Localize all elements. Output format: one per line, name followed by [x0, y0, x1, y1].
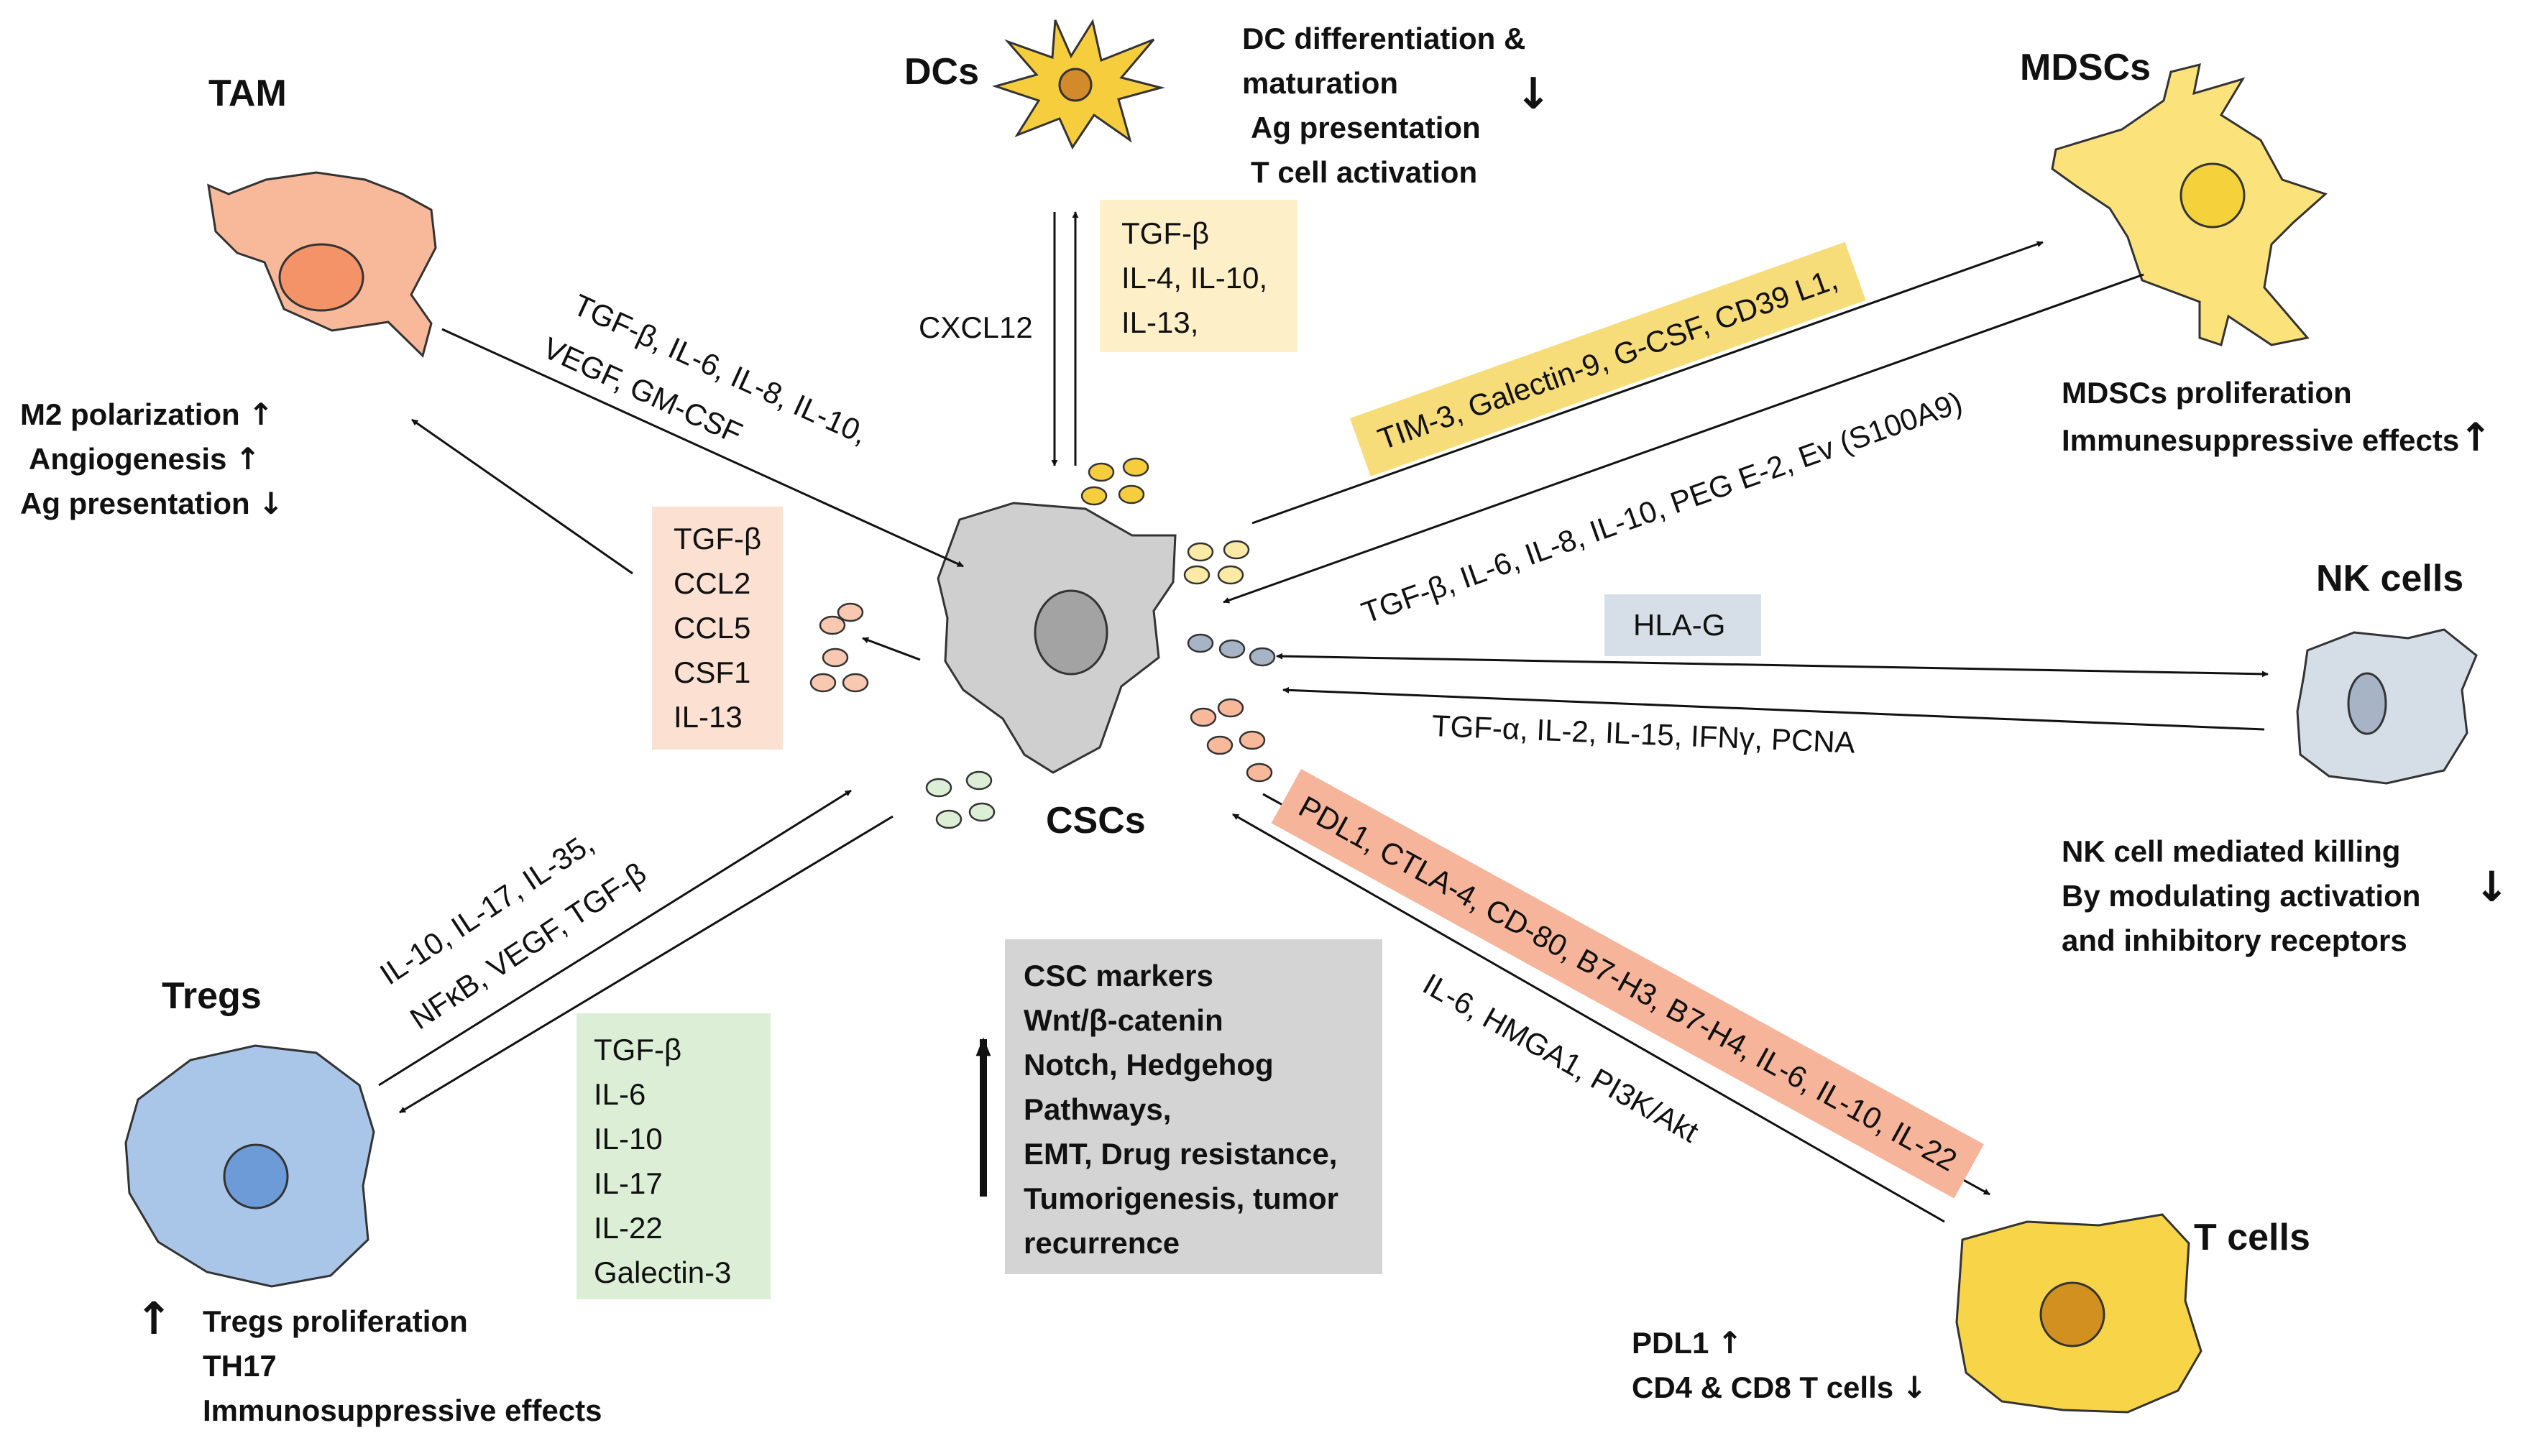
tam-factor-3: CCL5 — [674, 611, 751, 645]
vesicles-mdsc — [1183, 540, 1250, 585]
tregs-factor-2: IL-6 — [594, 1077, 646, 1111]
arrow-csc-to-mdsc — [1251, 241, 2044, 525]
dc-effect-4: T cell activation — [1251, 155, 1478, 189]
csc-pathway-box: CSC markers Wnt/β-catenin Notch, Hedgeho… — [1005, 939, 1382, 1274]
nk-cell — [2296, 628, 2478, 785]
cscs-title: CSCs — [1046, 800, 1146, 842]
mdsc-cell — [2051, 63, 2328, 346]
arrow-down-icon: ↓ — [1901, 1370, 1927, 1405]
tregs-factor-box: TGF-β IL-6 IL-10 IL-17 IL-22 Galectin-3 — [577, 1013, 771, 1299]
csc-pathway-4: Pathways, — [1024, 1092, 1172, 1126]
tregs-factor-5: IL-22 — [594, 1211, 663, 1245]
csc-pathway-3: Notch, Hedgehog — [1024, 1048, 1274, 1082]
arrow-up-icon: ↑ — [135, 1292, 173, 1345]
arrow-tregs-to-csc — [378, 789, 852, 1087]
vesicles-tcell — [1190, 698, 1273, 783]
arrow-down-icon: ↓ — [2474, 862, 2509, 911]
tregs-effect-2: TH17 — [203, 1349, 277, 1383]
mdsc-effects: MDSCs proliferation Immunesuppressive ef… — [2062, 371, 2491, 463]
csc-pathway-6: Tumorigenesis, tumor — [1024, 1181, 1338, 1215]
dc-factor-3: IL-13, — [1121, 305, 1199, 339]
arrow-tam-to-csc — [441, 328, 964, 568]
tam-effect-3: Ag presentation — [20, 487, 250, 520]
nk-factor-box: HLA-G — [1604, 594, 1761, 656]
tam-effect-2: Angiogenesis — [29, 442, 227, 476]
tregs-factor-3: IL-10 — [594, 1122, 663, 1156]
mdscs-title: MDSCs — [2020, 47, 2151, 88]
t-cell — [1955, 1213, 2202, 1414]
arrow-up-icon: ↑ — [1717, 1325, 1743, 1360]
tregs-effect-3: Immunosuppressive effects — [203, 1393, 602, 1427]
tregs-factor-6: Galectin-3 — [594, 1255, 732, 1289]
tam-factor-1: TGF-β — [674, 522, 762, 556]
arrow-tcell-to-csc — [1232, 813, 1945, 1223]
dc-factor-box: TGF-β IL-4, IL-10, IL-13, — [1100, 200, 1297, 352]
tam-cell — [207, 171, 437, 358]
dc-effect-1: DC differentiation & — [1242, 22, 1526, 55]
tregs-factor-1: TGF-β — [594, 1033, 682, 1066]
csc-cell — [937, 502, 1177, 774]
dc-factor-1: TGF-β — [1121, 216, 1210, 250]
dc-effect-3: Ag presentation — [1251, 111, 1481, 144]
tam-effects: M2 polarization ↑ Angiogenesis ↑ Ag pres… — [20, 392, 284, 526]
arrow-down-icon: ↓ — [1515, 69, 1552, 119]
dc-effect-2: maturation — [1242, 66, 1399, 100]
csc-pathway-1: CSC markers — [1024, 959, 1213, 992]
arrow-up-icon: ↑ — [235, 441, 261, 476]
arrow-csc-to-vesicles — [862, 637, 921, 661]
tcell-effect-2: CD4 & CD8 T cells — [1632, 1370, 1894, 1404]
vesicles-tam — [809, 602, 869, 693]
arrow-csc-to-tregs — [399, 815, 894, 1114]
tam-title: TAM — [208, 73, 287, 114]
tcell-effects: PDL1 ↑ CD4 & CD8 T cells ↓ — [1632, 1321, 1927, 1410]
tam-factor-5: IL-13 — [674, 700, 743, 734]
tam-factor-4: CSF1 — [674, 655, 751, 689]
treg-cell — [124, 1044, 375, 1288]
nk-effect-1: NK cell mediated killing — [2062, 834, 2401, 868]
csc-pathway-7: recurrence — [1024, 1226, 1180, 1260]
tregs-title: Tregs — [162, 975, 262, 1017]
tregs-effects: Tregs proliferation TH17 Immunosuppressi… — [203, 1299, 602, 1433]
tregs-effect-1: Tregs proliferation — [203, 1304, 468, 1338]
arrow-nk-to-csc — [1282, 686, 2265, 731]
nk-effects: NK cell mediated killing By modulating a… — [2062, 829, 2420, 963]
arrow-csc-nk — [1276, 653, 2269, 678]
nk-title: NK cells — [2316, 558, 2464, 599]
dc-factor-2: IL-4, IL-10, — [1121, 261, 1268, 295]
tam-factor-2: CCL2 — [674, 566, 751, 600]
tcell-effect-1: PDL1 — [1632, 1326, 1709, 1360]
arrow-down-icon: ↓ — [258, 486, 284, 521]
tam-effect-1: M2 polarization — [20, 397, 240, 431]
dcs-title: DCs — [904, 51, 980, 93]
arrow-csc-to-tam — [411, 418, 633, 575]
csc-pathway-5: EMT, Drug resistance, — [1024, 1137, 1338, 1171]
vesicles-dc — [1080, 457, 1149, 506]
tregs-factor-4: IL-17 — [594, 1166, 663, 1200]
nk-factor-1: HLA-G — [1633, 608, 1726, 642]
csc-pathway-2: Wnt/β-catenin — [1024, 1003, 1223, 1037]
arrow-mdsc-to-csc — [1223, 273, 2144, 604]
mdsc-effect-2: Immunesuppressive effects — [2062, 423, 2460, 457]
mdsc-effect-1: MDSCs proliferation — [2062, 376, 2352, 410]
dc-effects: DC differentiation & maturation Ag prese… — [1242, 17, 1525, 195]
vesicles-tregs — [925, 770, 996, 829]
cxcl12-label: CXCL12 — [919, 310, 1033, 344]
arrow-up-icon: ↑ — [248, 397, 274, 432]
vesicles-nk — [1187, 633, 1276, 667]
tam-factor-box: TGF-β CCL2 CCL5 CSF1 IL-13 — [652, 507, 783, 750]
nk-effect-3: and inhibitory receptors — [2062, 923, 2407, 957]
nk-effect-2: By modulating activation — [2062, 879, 2421, 913]
tcells-title: T cells — [2194, 1217, 2310, 1258]
arrow-up-icon: ↑ — [2459, 415, 2492, 460]
dc-cell — [991, 19, 1165, 150]
